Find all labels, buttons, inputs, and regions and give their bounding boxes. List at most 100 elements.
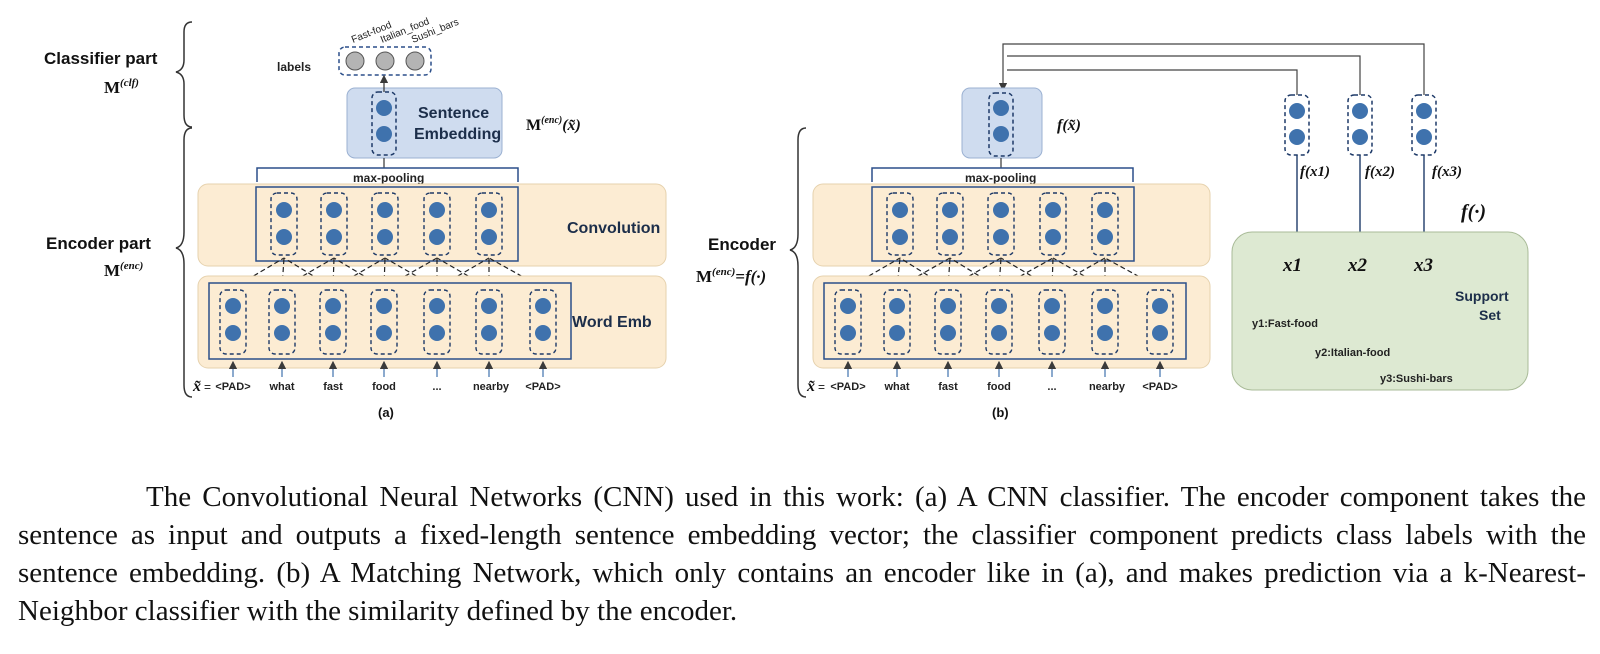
conv-node (429, 202, 445, 218)
token: fast (938, 381, 958, 393)
sentence-embedding-label-1: Sentence (418, 105, 489, 122)
m-clf-sup: (clf) (120, 77, 139, 89)
token: food (987, 381, 1011, 393)
word-emb-band (197, 275, 667, 369)
svg-text:M(clf): M(clf) (104, 77, 139, 97)
f-dot-label: f(·) (1461, 201, 1486, 223)
input-arrows-b (843, 360, 1165, 377)
word-node (1097, 298, 1113, 314)
word-node (940, 325, 956, 341)
word-node (225, 298, 241, 314)
svg-text:M(enc)=f(·): M(enc)=f(·) (696, 266, 766, 286)
support-node (1289, 103, 1305, 119)
convolution-box (255, 186, 519, 262)
m-enc-eq: M (696, 267, 712, 286)
word-vector (529, 289, 557, 355)
conv-node (326, 229, 342, 245)
token: ... (432, 381, 441, 393)
x3-label: x3 (1413, 255, 1433, 276)
m-enc-x-arg: (x̃) (562, 117, 581, 134)
token: nearby (473, 381, 510, 393)
support-node (1352, 129, 1368, 145)
conv-node (1045, 229, 1061, 245)
conv-vector (270, 192, 298, 256)
panel-a: Classifier part M(clf) Encoder part M(en… (44, 16, 667, 420)
m-clf: M (104, 78, 120, 97)
word-node (274, 325, 290, 341)
y-labels: y1:Fast-food y2:Italian-food y3:Sushi-ba… (1252, 318, 1453, 385)
token: nearby (1089, 381, 1126, 393)
max-pooling-label: max-pooling (353, 171, 424, 185)
conv-node (429, 229, 445, 245)
token: <PAD> (215, 381, 250, 393)
token: <PAD> (830, 381, 865, 393)
word-emb-box (208, 282, 572, 360)
m-enc-eq-tail: =f(·) (735, 267, 766, 286)
conv-vector (371, 192, 399, 256)
word-vector (934, 289, 962, 355)
word-node (225, 325, 241, 341)
fx3-label: f(x3) (1432, 164, 1462, 180)
token: <PAD> (1142, 381, 1177, 393)
x-vars: x1 x2 x3 (1282, 255, 1433, 276)
word-node (376, 325, 392, 341)
m-enc: M (104, 261, 120, 280)
word-node (1152, 325, 1168, 341)
word-vector (985, 289, 1013, 355)
word-vector (268, 289, 296, 355)
word-node (940, 298, 956, 314)
word-node (325, 298, 341, 314)
token: ... (1047, 381, 1056, 393)
fx2-label: f(x2) (1365, 164, 1395, 180)
token: food (372, 381, 396, 393)
conv-vector (1091, 192, 1119, 256)
fx-tilde-label: f(x̃) (1057, 117, 1081, 134)
fx-labels: f(x1) f(x2) f(x3) (1300, 164, 1462, 180)
conv-node (326, 202, 342, 218)
word-emb-label: Word Emb (572, 314, 652, 331)
convolution-box-b (871, 186, 1135, 262)
y2-label: y2:Italian-food (1315, 347, 1390, 359)
word-vectors-a (219, 289, 557, 355)
encoder-part-label: Encoder part (46, 234, 151, 253)
m-enc-sup: (enc) (120, 260, 143, 272)
fx-tilde-box (961, 87, 1043, 159)
support-node (1416, 129, 1432, 145)
classifier-part-label: Classifier part (44, 49, 158, 68)
tokens-b: <PAD> what fast food ... nearby <PAD> (830, 381, 1177, 393)
tokens-a: <PAD> what fast food ... nearby <PAD> (215, 381, 560, 393)
word-vector (219, 289, 247, 355)
y1-label: y1:Fast-food (1252, 318, 1318, 330)
sentence-embedding-box (346, 87, 503, 159)
input-arrows-a (228, 360, 548, 377)
word-node (991, 298, 1007, 314)
panel-a-label: (a) (378, 405, 394, 420)
support-set-label-1: Support (1455, 288, 1509, 304)
word-node (1097, 325, 1113, 341)
word-node (481, 298, 497, 314)
encoder-brace (175, 127, 193, 398)
svg-text:=: = (204, 380, 211, 394)
word-node (889, 325, 905, 341)
word-node (481, 325, 497, 341)
word-node (889, 298, 905, 314)
word-node (991, 325, 1007, 341)
panel-b: Encoder M(enc)=f(·) f(x̃) max-pooling (696, 43, 1529, 420)
convolution-label: Convolution (567, 220, 660, 237)
conv-node (481, 202, 497, 218)
support-set-box (1231, 231, 1529, 391)
conv-node (1045, 202, 1061, 218)
conv-node (276, 229, 292, 245)
word-node (274, 298, 290, 314)
svg-text:=: = (818, 380, 825, 394)
m-enc-eq-sup: (enc) (712, 266, 735, 278)
y3-label: y3:Sushi-bars (1380, 373, 1453, 385)
word-vector (319, 289, 347, 355)
sentence-vector (371, 91, 397, 156)
word-node (429, 298, 445, 314)
max-pooling-label-b: max-pooling (965, 171, 1036, 185)
word-node (376, 298, 392, 314)
conv-vectors-a (270, 192, 503, 256)
conv-node (892, 229, 908, 245)
sentence-node-1 (376, 100, 392, 116)
